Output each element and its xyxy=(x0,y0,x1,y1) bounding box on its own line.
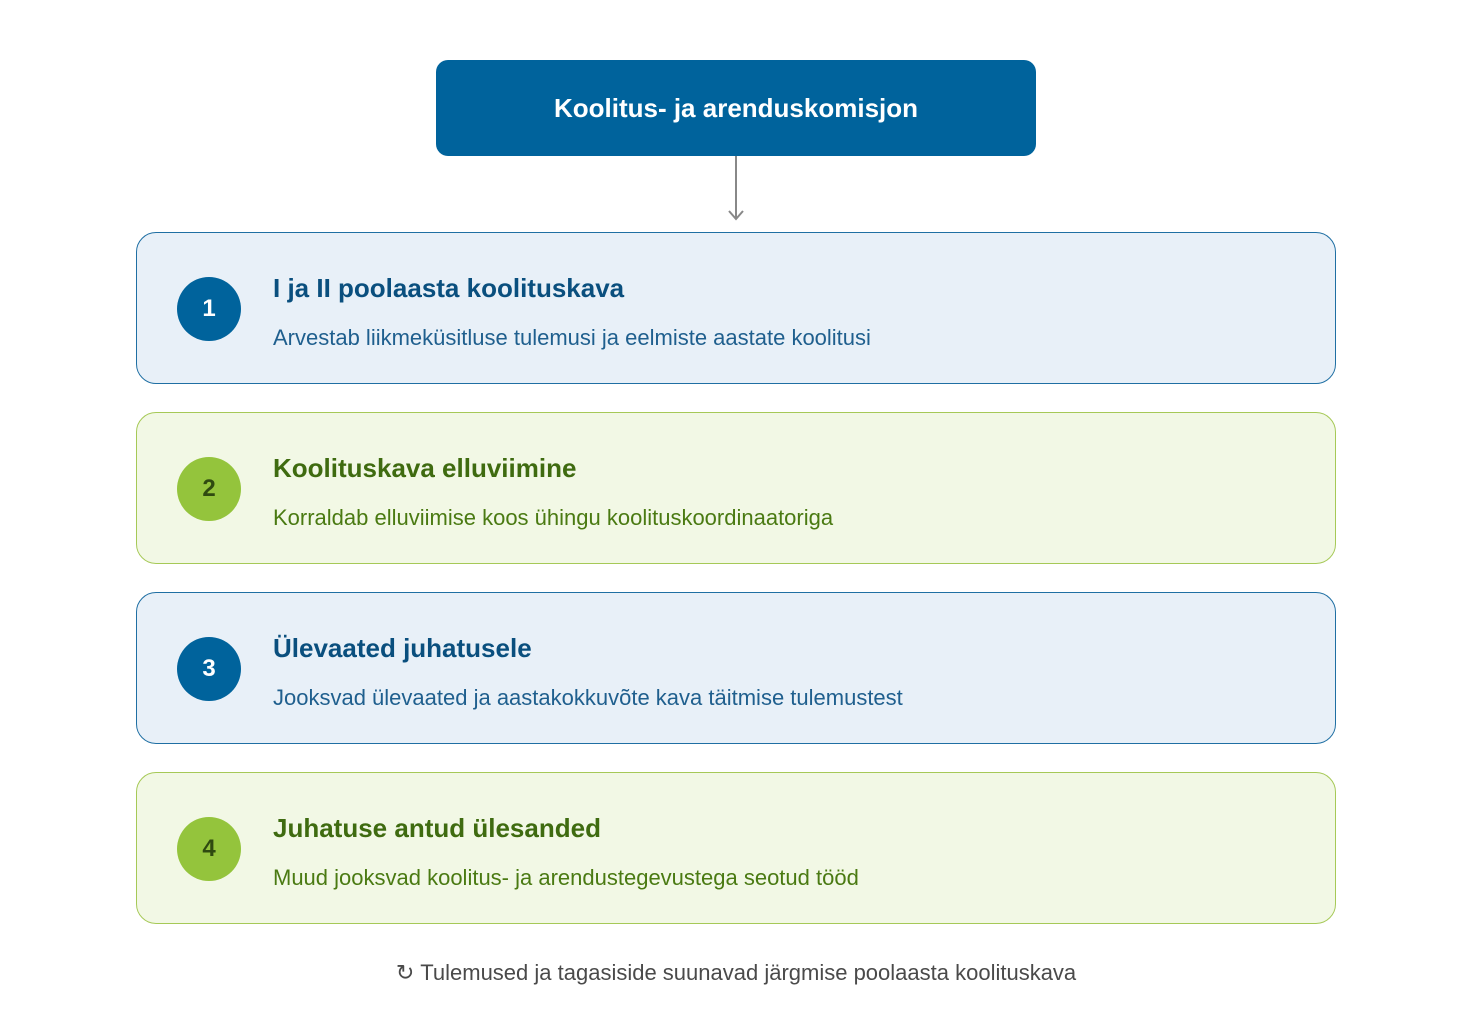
step-title: I ja II poolaasta koolituskava xyxy=(273,273,625,303)
committee-header: Koolitus- ja arenduskomisjon xyxy=(436,60,1036,156)
step-card-3: 3 Ülevaated juhatusele Jooksvad ülevaate… xyxy=(136,592,1336,744)
down-arrow-connector xyxy=(728,156,744,221)
step-description: Jooksvad ülevaated ja aastakokkuvõte kav… xyxy=(273,685,903,710)
step-card-2: 2 Koolituskava elluviimine Korraldab ell… xyxy=(136,412,1336,564)
cycle-footer-note: ↻Tulemused ja tagasiside suunavad järgmi… xyxy=(0,960,1472,986)
step-number-badge: 2 xyxy=(177,457,241,521)
step-description: Muud jooksvad koolitus- ja arendustegevu… xyxy=(273,865,859,890)
step-description: Korraldab elluviimise koos ühingu koolit… xyxy=(273,505,834,530)
step-number-badge: 1 xyxy=(177,277,241,341)
footer-note-text: Tulemused ja tagasiside suunavad järgmis… xyxy=(420,960,1077,985)
step-card-1: 1 I ja II poolaasta koolituskava Arvesta… xyxy=(136,232,1336,384)
step-number-badge: 4 xyxy=(177,817,241,881)
step-number-badge: 3 xyxy=(177,637,241,701)
step-title: Koolituskava elluviimine xyxy=(273,453,577,483)
step-title: Juhatuse antud ülesanded xyxy=(273,813,601,843)
step-title: Ülevaated juhatusele xyxy=(273,633,532,663)
step-card-4: 4 Juhatuse antud ülesanded Muud jooksvad… xyxy=(136,772,1336,924)
cycle-icon: ↻ xyxy=(395,960,415,985)
committee-title: Koolitus- ja arenduskomisjon xyxy=(553,92,919,123)
step-description: Arvestab liikmeküsitluse tulemusi ja eel… xyxy=(273,325,871,350)
